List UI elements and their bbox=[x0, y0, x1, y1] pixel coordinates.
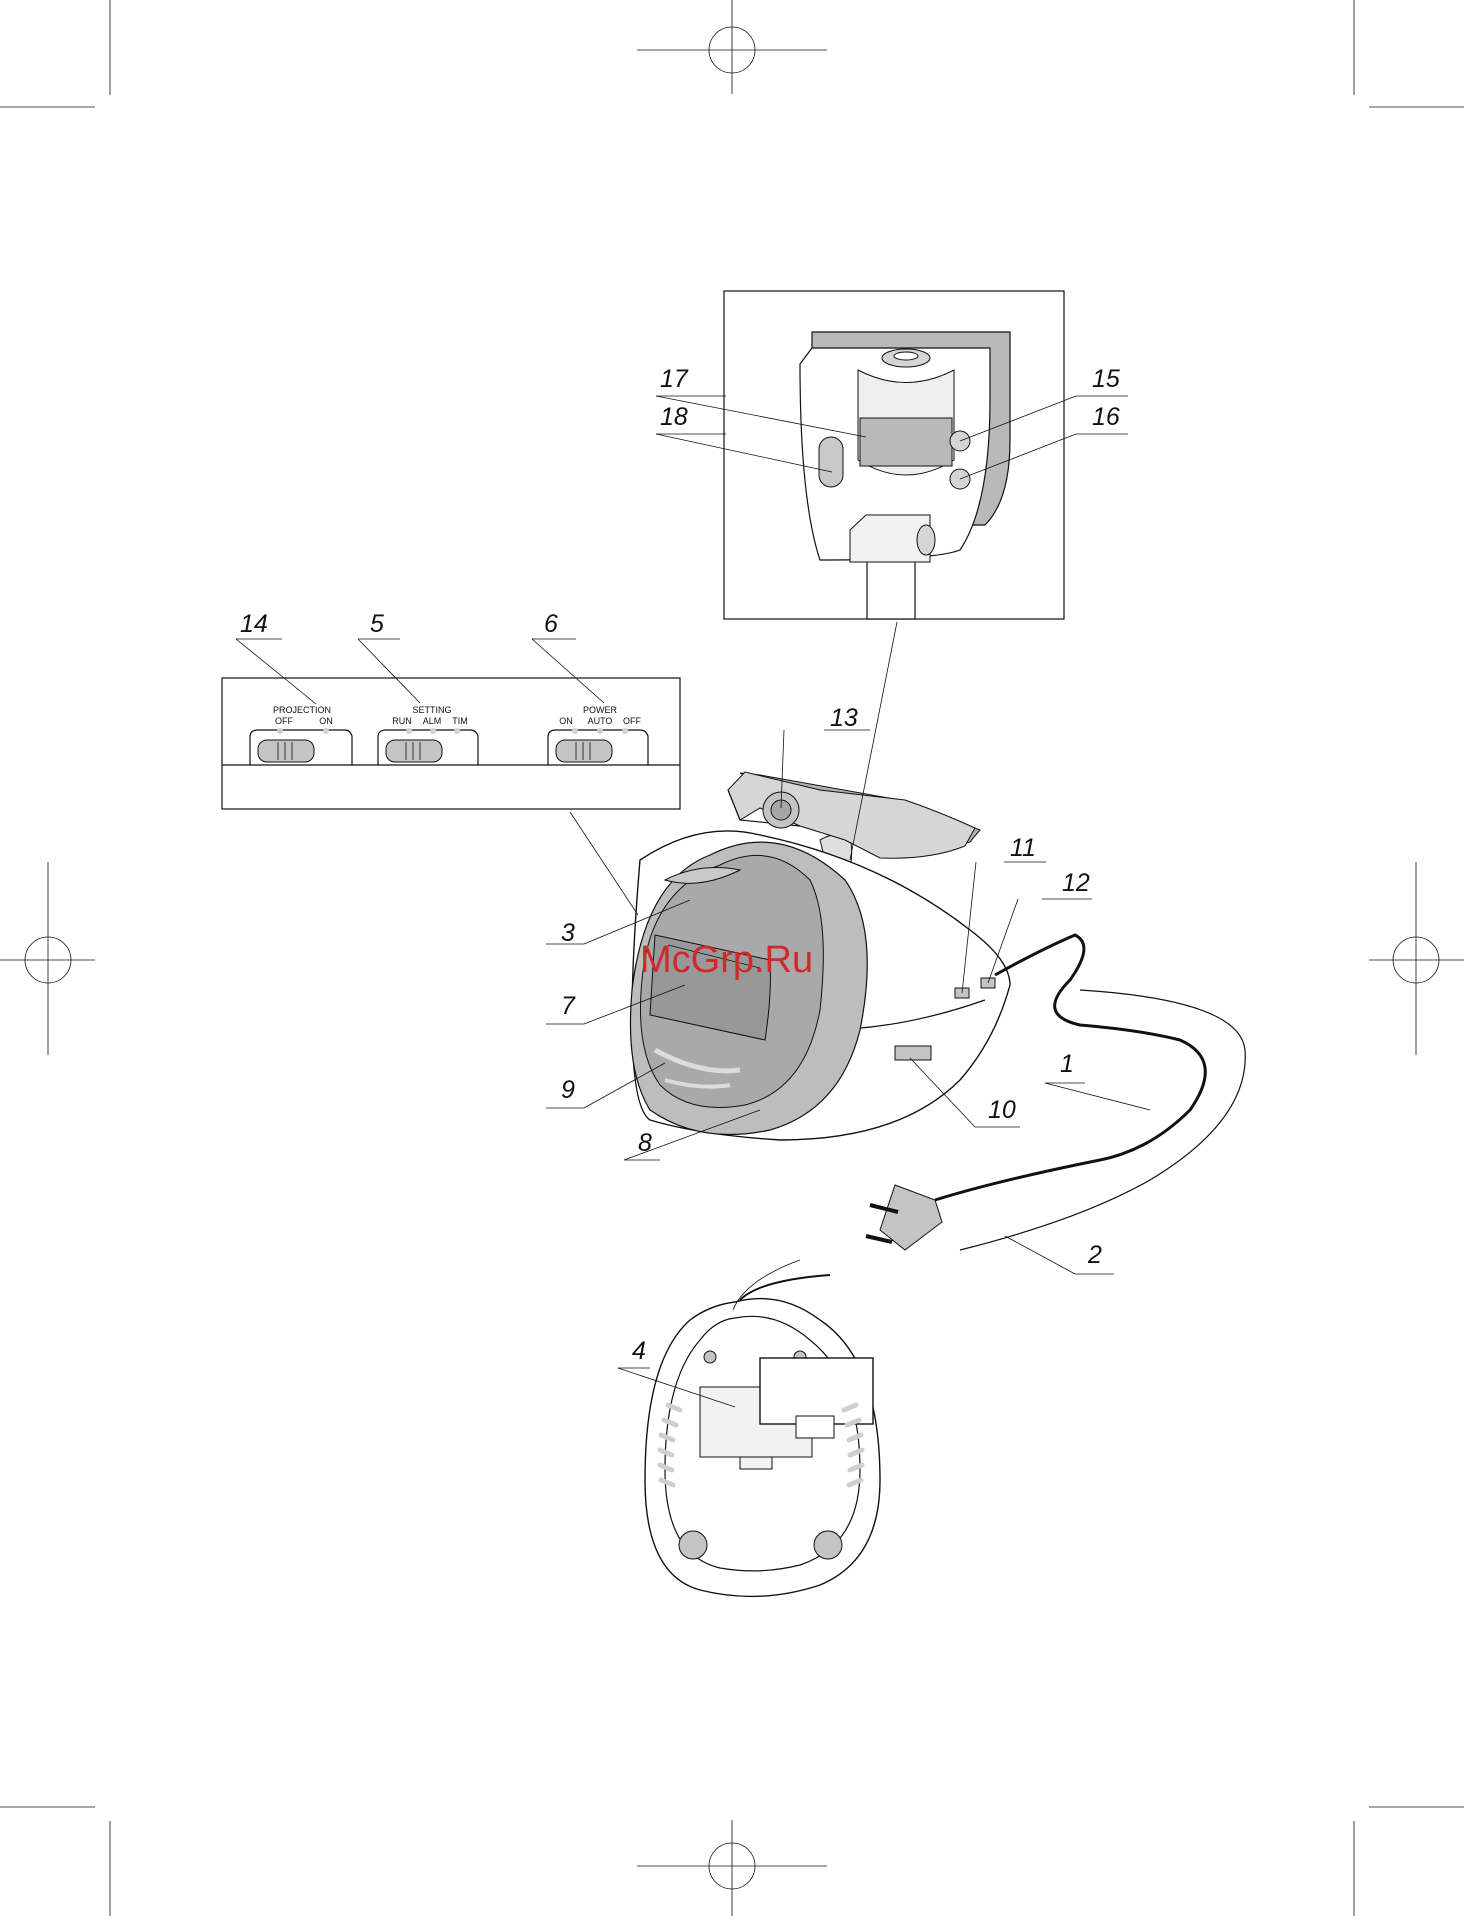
callout-8: 8 bbox=[638, 1129, 652, 1157]
callout-9: 9 bbox=[561, 1076, 575, 1104]
registration-mark-right bbox=[1369, 862, 1464, 1055]
callout-18: 18 bbox=[660, 403, 688, 431]
watermark: McGrp.Ru bbox=[640, 939, 813, 981]
power-option-auto: AUTO bbox=[588, 716, 613, 726]
setting-option-alm: ALM bbox=[423, 716, 442, 726]
callout-10: 10 bbox=[988, 1096, 1016, 1124]
setting-option-tim: TIM bbox=[452, 716, 468, 726]
registration-mark-bottom bbox=[637, 1820, 827, 1916]
callout-14: 14 bbox=[240, 610, 268, 638]
callout-3: 3 bbox=[561, 919, 575, 947]
detail-inset bbox=[724, 291, 1064, 619]
callout-6: 6 bbox=[544, 610, 558, 638]
callout-4: 4 bbox=[632, 1337, 646, 1365]
callout-11: 11 bbox=[1010, 834, 1036, 862]
callout-12: 12 bbox=[1062, 869, 1090, 897]
registration-mark-top bbox=[637, 0, 827, 94]
projection-option-off: OFF bbox=[275, 716, 293, 726]
callout-13: 13 bbox=[830, 704, 858, 732]
callout-17: 17 bbox=[660, 365, 689, 393]
projection-option-on: ON bbox=[319, 716, 333, 726]
registration-mark-left bbox=[0, 862, 95, 1055]
callout-7: 7 bbox=[561, 992, 576, 1020]
setting-switch-title: SETTING bbox=[412, 705, 451, 715]
bottom-view bbox=[645, 1260, 880, 1596]
callout-1: 1 bbox=[1060, 1050, 1074, 1078]
switch-panel: PROJECTION OFF ON SETTING RUN ALM TIM PO… bbox=[222, 678, 680, 809]
power-option-on: ON bbox=[559, 716, 573, 726]
callout-16: 16 bbox=[1092, 403, 1120, 431]
setting-option-run: RUN bbox=[392, 716, 412, 726]
plug bbox=[866, 1185, 942, 1250]
callout-2: 2 bbox=[1087, 1241, 1102, 1269]
callout-5: 5 bbox=[370, 610, 384, 638]
projection-switch-title: PROJECTION bbox=[273, 705, 331, 715]
power-option-off: OFF bbox=[623, 716, 641, 726]
power-switch-title: POWER bbox=[583, 705, 618, 715]
callout-15: 15 bbox=[1092, 365, 1120, 393]
